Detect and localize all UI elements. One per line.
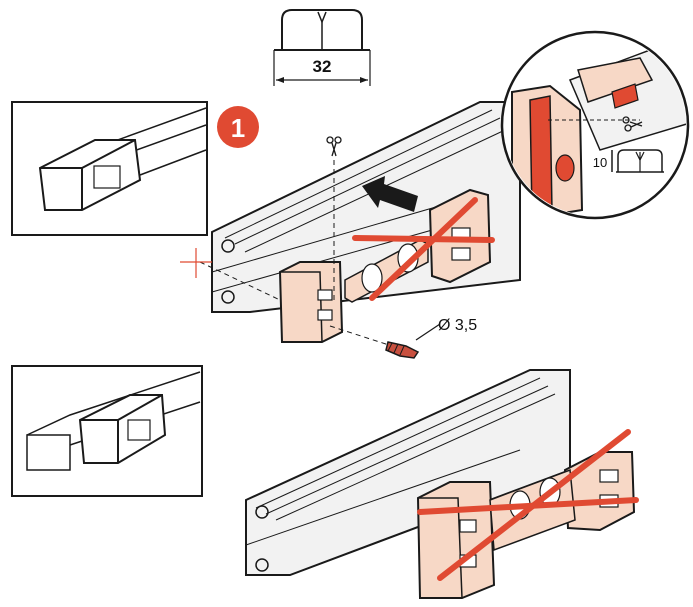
step-number: 1 — [231, 113, 245, 143]
bracket-back-upper — [428, 188, 492, 284]
end-cap-front — [278, 261, 344, 343]
inset-endcap-bottom — [11, 365, 203, 497]
cut-depth-dimension — [611, 149, 664, 173]
red-cross-out-lower — [417, 429, 639, 581]
screw-icon — [385, 341, 420, 359]
step-badge-circle — [217, 106, 259, 148]
crosshair-icon — [180, 248, 212, 278]
screw-leader-line — [415, 323, 441, 341]
screw-diameter-label: Ø 3,5 — [438, 317, 477, 334]
detail-magnifier — [500, 30, 690, 220]
width-dimension-label: 32 — [313, 57, 332, 76]
profile-width-diagram — [273, 9, 371, 86]
insertion-arrow — [362, 176, 418, 212]
axis-lines — [199, 160, 393, 347]
step-badge: 1 — [217, 106, 259, 148]
detail-scissors-icon — [622, 116, 643, 132]
scissors-icon — [326, 136, 342, 157]
red-cross-out-upper — [352, 197, 495, 301]
cut-depth-label: 10 — [593, 155, 607, 170]
rail-lower — [245, 369, 571, 576]
inset-endcap-top — [11, 101, 208, 236]
